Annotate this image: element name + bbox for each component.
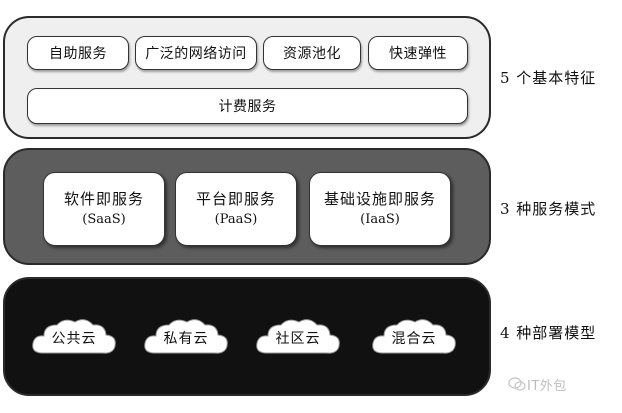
characteristics-layer: 自助服务 广泛的网络访问 资源池化 快速弹性 计费服务: [3, 16, 491, 139]
deployment-model-label: 公共云: [51, 331, 97, 347]
deployment-model-label: 私有云: [163, 331, 209, 347]
service-model-box: 软件即服务 (SaaS): [43, 172, 165, 246]
service-model-abbr: (PaaS): [214, 212, 258, 227]
service-model-name: 软件即服务: [63, 190, 144, 208]
cloud-icon: [144, 319, 228, 354]
service-model-abbr: (SaaS): [82, 212, 126, 227]
characteristics-side-label: 5 个基本特征: [500, 69, 597, 87]
deployment-model-cloud: 公共云: [29, 313, 119, 361]
service-model-name: 平台即服务: [195, 190, 276, 208]
deployment-models-layer: 公共云 私有云 社区云 混合云: [3, 277, 491, 396]
deployment-model-cloud: 私有云: [141, 313, 231, 361]
deployment-model-label: 混合云: [391, 331, 437, 347]
deployment-model-label: 社区云: [275, 331, 321, 347]
characteristic-label: 计费服务: [218, 99, 277, 115]
cloud-icon: [372, 319, 456, 354]
characteristic-label: 快速弹性: [389, 46, 447, 62]
deployment-model-cloud: 混合云: [369, 313, 459, 361]
characteristic-box: 自助服务: [27, 36, 129, 70]
service-models-layer: 软件即服务 (SaaS) 平台即服务 (PaaS) 基础设施即服务 (IaaS): [3, 148, 491, 265]
characteristic-label: 资源池化: [283, 46, 341, 62]
service-model-abbr: (IaaS): [360, 212, 400, 227]
billing-service-box: 计费服务: [27, 88, 468, 124]
characteristic-box: 快速弹性: [368, 36, 468, 70]
characteristic-label: 自助服务: [49, 46, 107, 62]
wechat-icon: [508, 377, 526, 391]
service-models-side-label: 3 种服务模式: [500, 200, 597, 218]
deployment-models-side-label: 4 种部署模型: [500, 324, 597, 342]
service-model-name: 基础设施即服务: [323, 190, 436, 208]
cloud-icon: [256, 319, 340, 354]
watermark-text: IT外包: [527, 379, 567, 394]
deployment-model-cloud: 社区云: [253, 313, 343, 361]
service-model-box: 基础设施即服务 (IaaS): [309, 172, 451, 246]
service-model-box: 平台即服务 (PaaS): [175, 172, 297, 246]
characteristic-box: 资源池化: [263, 36, 361, 70]
cloud-icon: [32, 319, 116, 354]
characteristic-label: 广泛的网络访问: [145, 46, 247, 62]
characteristic-box: 广泛的网络访问: [135, 36, 257, 70]
